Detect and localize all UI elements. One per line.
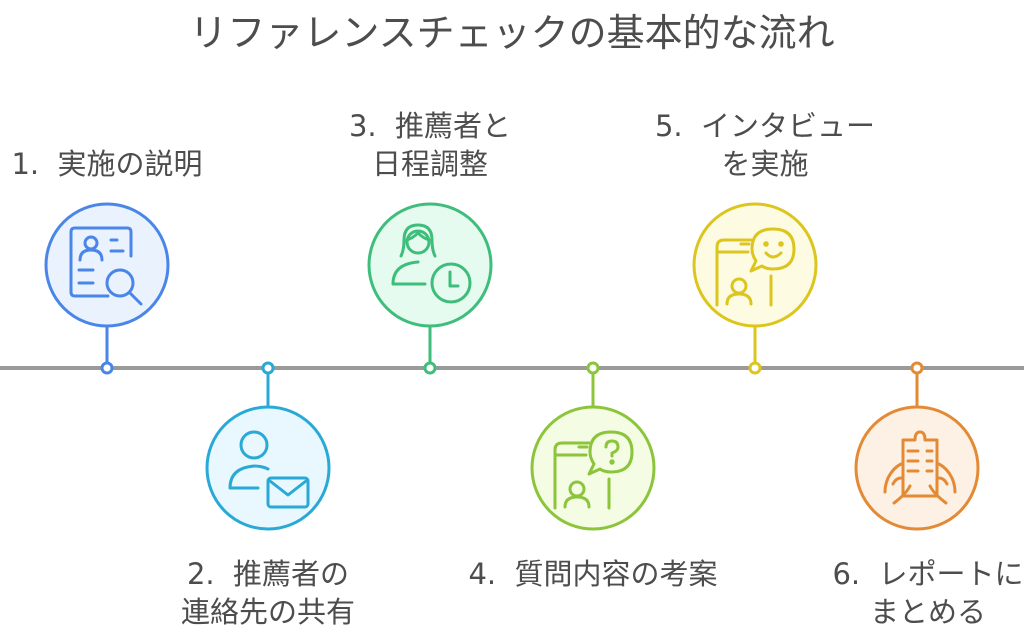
person-clock-icon — [391, 223, 472, 304]
step-4-timeline-dot — [586, 361, 600, 375]
step-6-text-line2: まとめる — [869, 595, 986, 629]
step-5-node — [692, 202, 818, 375]
step-4-text: 質問内容の考案 — [514, 557, 718, 591]
step-6-label: 6. レポートに まとめる — [778, 555, 1024, 631]
phone-smile-icon — [715, 227, 796, 307]
step-2-node — [205, 361, 331, 531]
step-6-node — [854, 361, 980, 531]
candidate-profile-search-icon — [69, 226, 143, 306]
step-1-circle — [44, 202, 170, 328]
step-5-text-line1: インタビュー — [701, 109, 876, 143]
step-5-label: 5. インタビュー を実施 — [615, 107, 915, 183]
step-3-number: 3. — [348, 109, 377, 143]
step-5-number: 5. — [654, 109, 683, 143]
step-3-text-line2: 日程調整 — [371, 147, 488, 181]
step-2-text-line2: 連絡先の共有 — [180, 595, 355, 629]
step-3-timeline-dot — [423, 361, 437, 375]
person-mail-icon — [228, 430, 310, 509]
step-1-node — [44, 202, 170, 375]
step-4-number: 4. — [468, 557, 497, 591]
step-3-node — [367, 202, 493, 375]
step-6-circle — [854, 405, 980, 531]
step-4-node — [530, 361, 656, 531]
hands-clipboard-icon — [883, 430, 957, 505]
step-2-label: 2. 推薦者の 連絡先の共有 — [118, 555, 418, 631]
step-2-number: 2. — [186, 557, 215, 591]
step-5-text-line2: を実施 — [721, 147, 809, 181]
step-3-text-line1: 推薦者と — [395, 109, 512, 143]
step-6-text-line1: レポートに — [878, 557, 1024, 591]
step-1-label: 1. 実施の説明 — [0, 145, 257, 183]
step-2-text-line1: 推薦者の — [233, 557, 350, 591]
step-4-label: 4. 質問内容の考案 — [443, 555, 743, 593]
step-1-text: 実施の説明 — [57, 147, 203, 181]
step-6-timeline-dot — [910, 361, 924, 375]
step-3-label: 3. 推薦者と 日程調整 — [280, 107, 580, 183]
step-2-timeline-dot — [261, 361, 275, 375]
diagram-title: リファレンスチェックの基本的な流れ — [189, 11, 835, 55]
step-3-circle — [367, 202, 493, 328]
timeline-line — [0, 366, 1024, 370]
step-1-timeline-dot — [100, 361, 114, 375]
step-1-number: 1. — [11, 147, 40, 181]
step-5-timeline-dot — [748, 361, 762, 375]
step-6-number: 6. — [832, 557, 861, 591]
phone-question-icon — [553, 430, 634, 510]
